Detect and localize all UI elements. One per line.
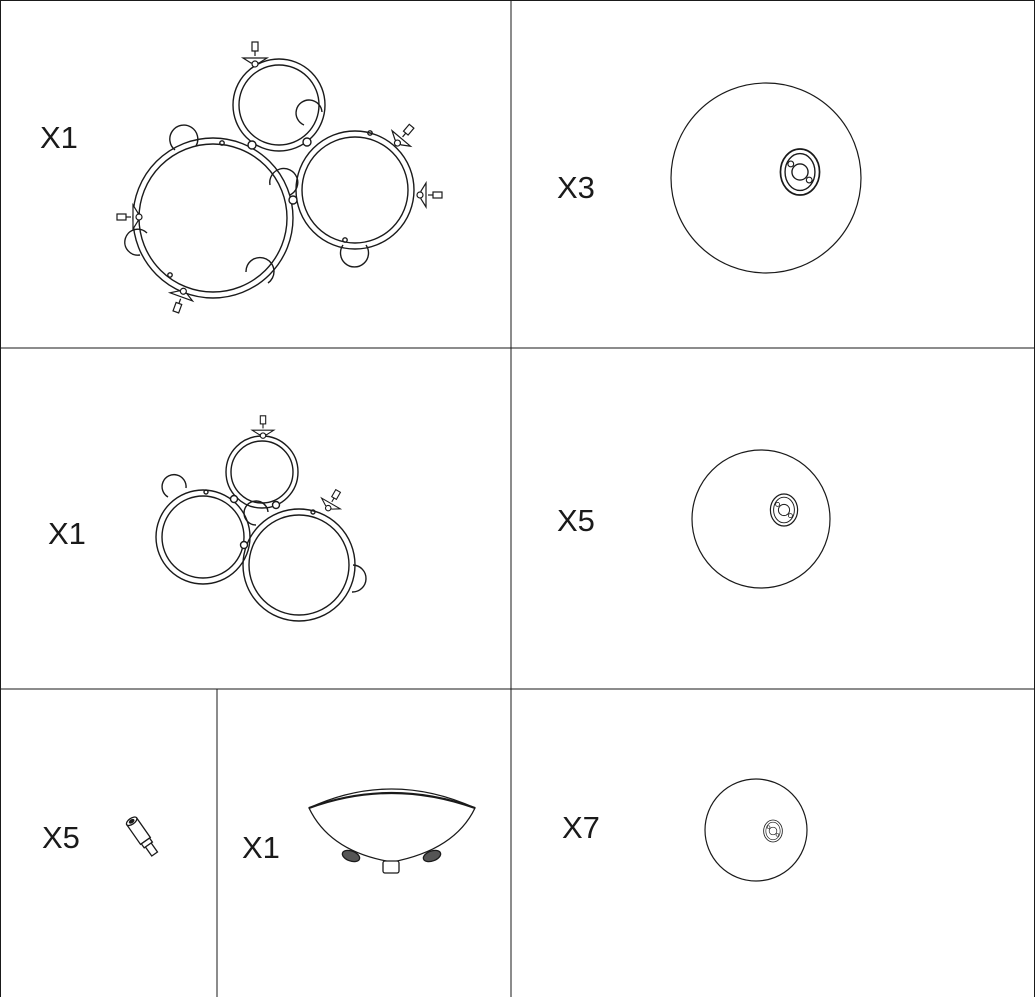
small-triple-ring-frame-drawing xyxy=(155,435,367,622)
quantity-label-large-shade: X3 xyxy=(557,170,595,205)
small-glass-shade-drawing xyxy=(704,778,808,882)
quantity-label-medium-shade: X5 xyxy=(557,503,595,538)
small-frame-clips xyxy=(251,415,348,517)
large-triple-ring-frame-drawing xyxy=(124,58,415,299)
ceiling-canopy-drawing xyxy=(308,788,476,874)
quantity-label-large-frame: X1 xyxy=(40,120,78,155)
quantity-label-small-frame: X1 xyxy=(48,516,86,551)
quantity-label-small-shade: X7 xyxy=(562,810,600,845)
quantity-label-socket-pin: X5 xyxy=(42,820,80,855)
socket-pin-drawing xyxy=(125,816,159,857)
large-glass-shade-drawing xyxy=(670,82,862,274)
medium-glass-shade-drawing xyxy=(691,449,831,589)
quantity-label-canopy: X1 xyxy=(242,830,280,865)
